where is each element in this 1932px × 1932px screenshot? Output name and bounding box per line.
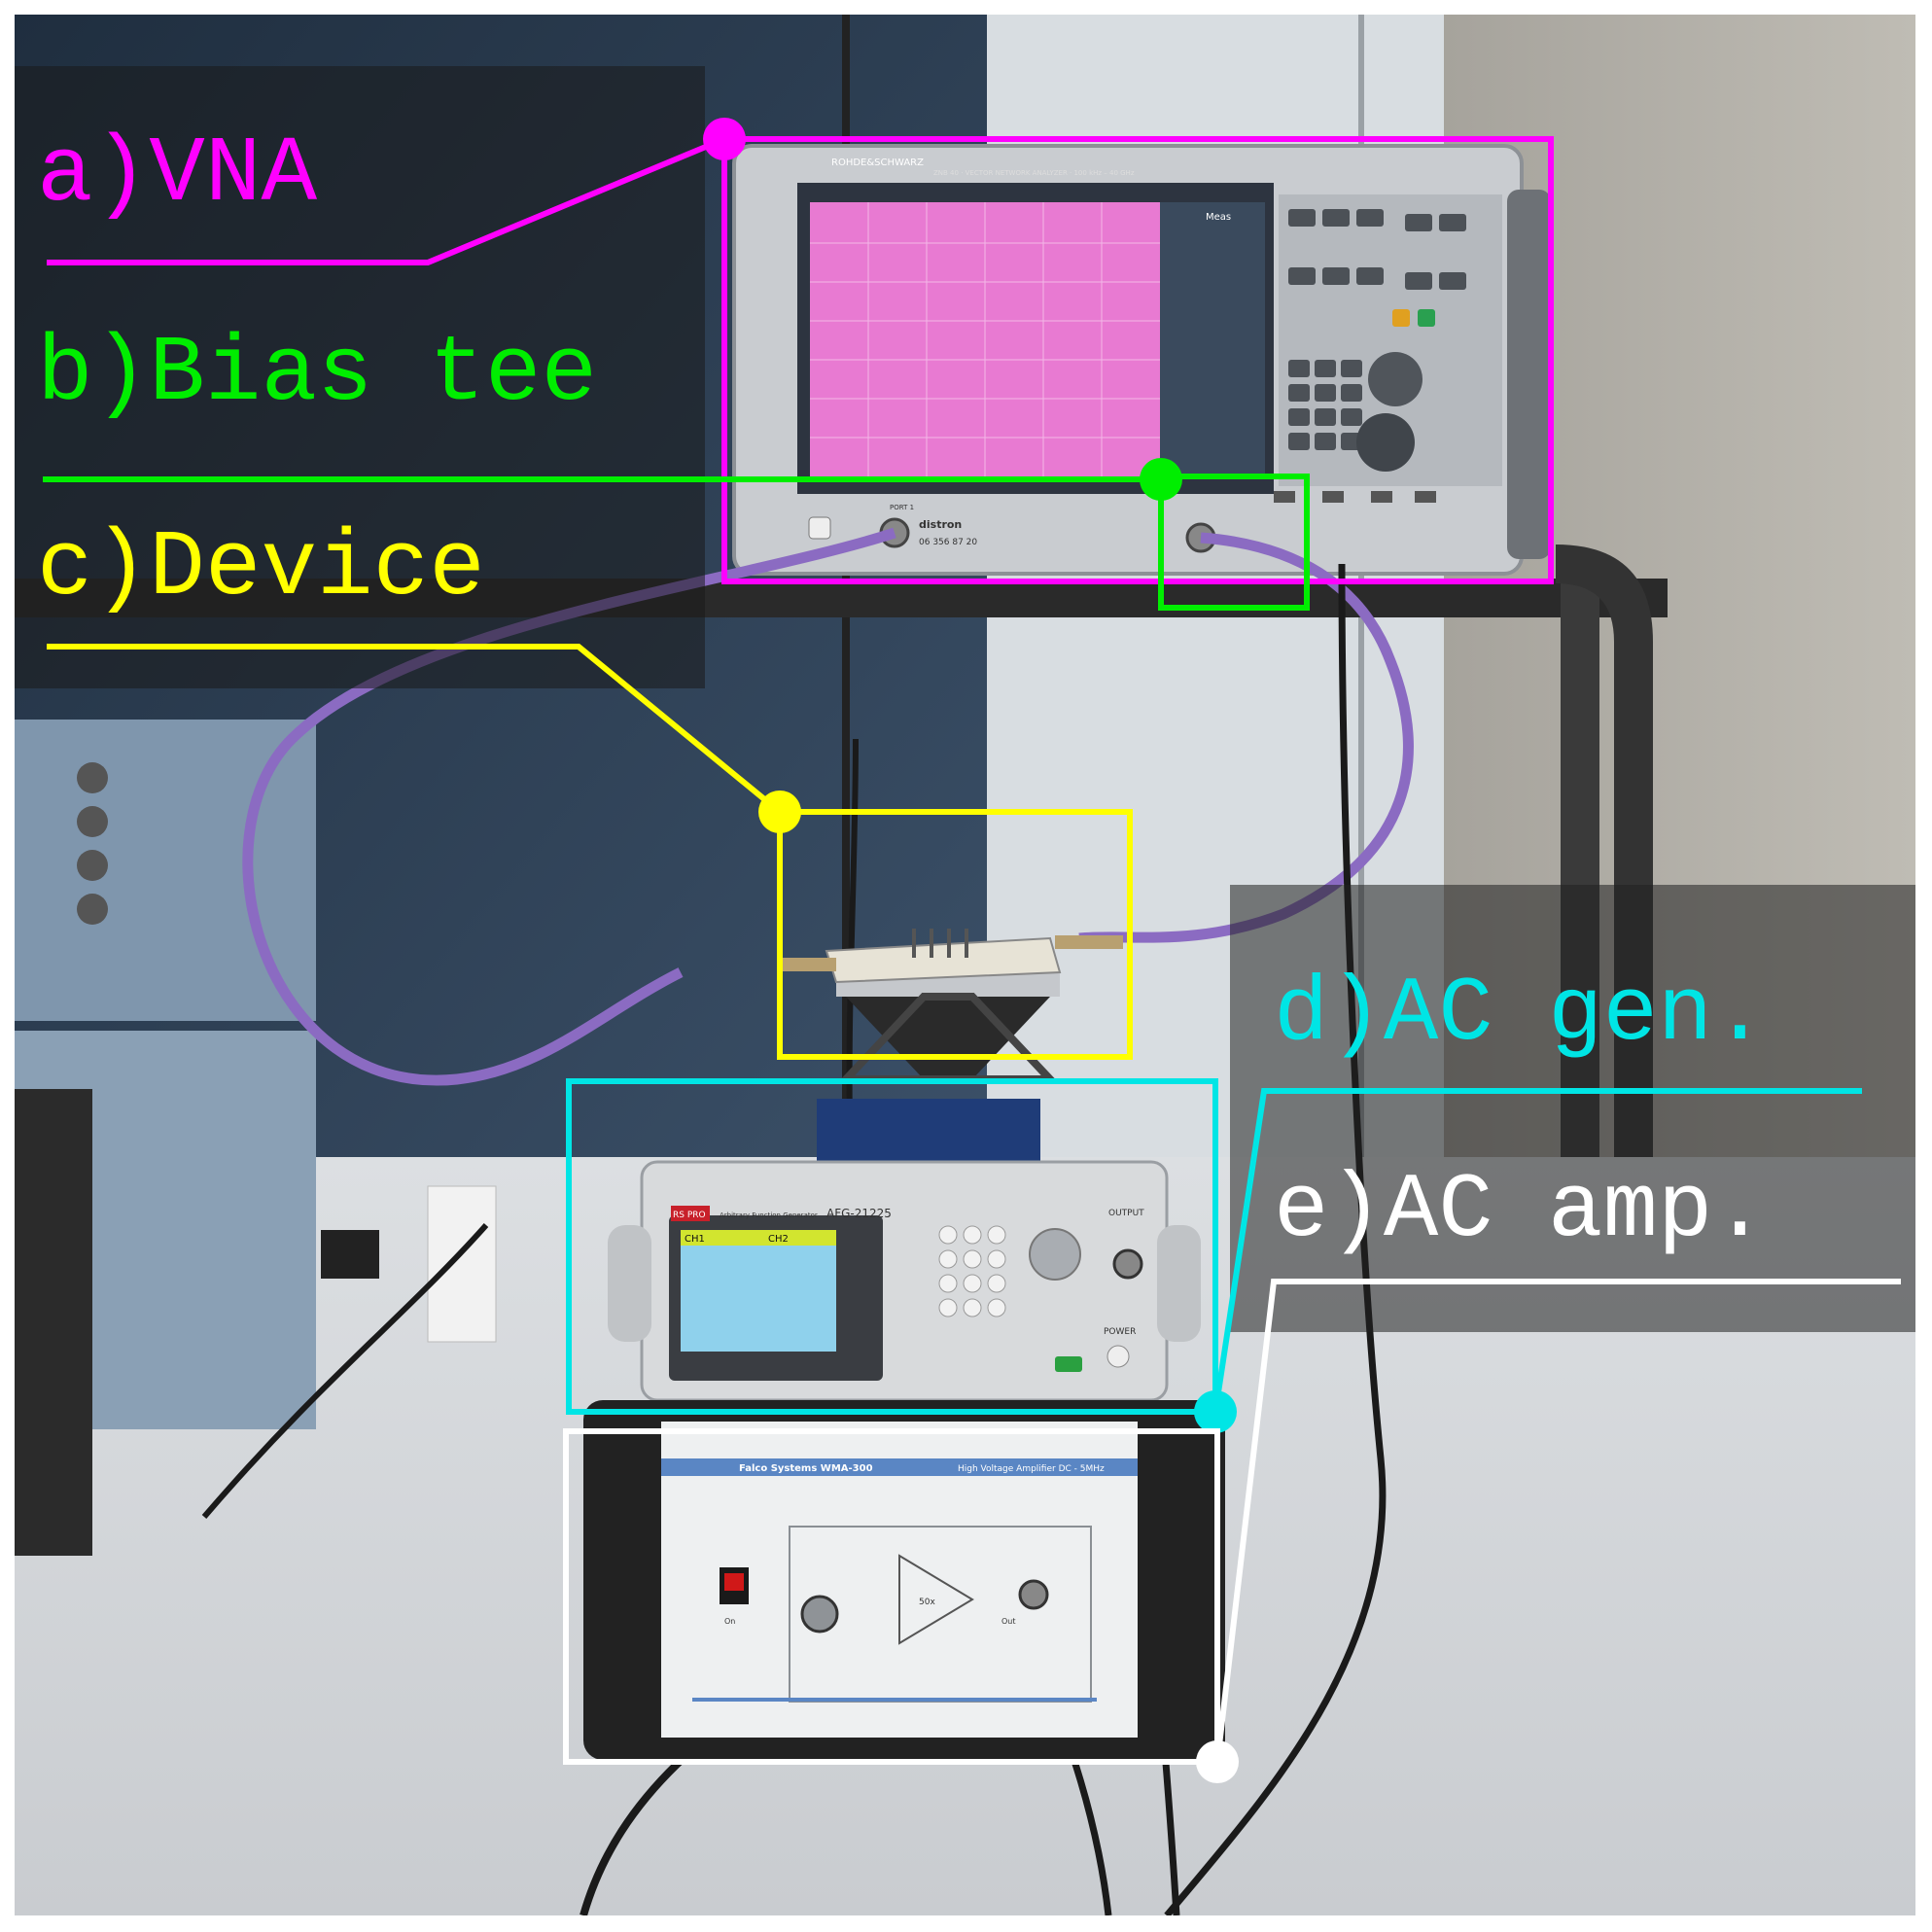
vna-leader-dot: [703, 118, 746, 160]
afg-ch1-label: CH1: [685, 1234, 705, 1245]
ac-amp-box: [563, 1428, 1220, 1765]
device-box: [777, 809, 1133, 1060]
vna-port-label: PORT 1: [890, 504, 914, 511]
afg-screen: [681, 1230, 836, 1352]
amp-brand: Falco Systems WMA-300: [739, 1463, 873, 1474]
label-bias-tee: b)Bias tee: [37, 321, 597, 427]
afg-subtitle: Arbitrary Function Generator: [720, 1212, 818, 1219]
bias-tee-box: [1158, 474, 1310, 611]
vna-menu-title: Meas: [1206, 212, 1231, 223]
bias-tee-leader-dot: [1140, 458, 1182, 501]
afg-output-connector: [1112, 1248, 1143, 1280]
left-label-backdrop: [15, 66, 705, 688]
amp-on-label: On: [724, 1617, 735, 1626]
afg-instrument: CH1 CH2 RS PRO Arbitrary Function Genera…: [608, 1160, 1201, 1402]
vna-sticker-number: 06 356 87 20: [919, 538, 977, 547]
vna-sticker-brand: distron: [919, 518, 962, 531]
amp-gain-symbol: [898, 1554, 974, 1645]
vna-rotary-knob: [1368, 352, 1423, 406]
vna-box: [721, 136, 1554, 584]
device-leader-dot: [758, 790, 801, 833]
ac-amp-leader-line: [1214, 1279, 1901, 1763]
afg-power-label: POWER: [1104, 1327, 1136, 1337]
afg-knob: [1029, 1228, 1081, 1281]
label-vna: a)VNA: [37, 122, 317, 228]
ac-amp-leader-dot: [1196, 1740, 1239, 1783]
ac-gen-leader-line: [1212, 1088, 1862, 1413]
label-ac-amp: e)AC amp.: [1274, 1160, 1768, 1263]
vna-brand: ROHDE&SCHWARZ: [831, 158, 924, 168]
right-label-backdrop: [1230, 885, 1915, 1332]
amp-output-connector: [1018, 1579, 1049, 1610]
annotation-bias-tee: [43, 458, 1310, 611]
device-leader-line: [47, 644, 782, 815]
vna-meas-menu: [1160, 202, 1265, 479]
ac-gen-leader-dot: [1194, 1390, 1237, 1433]
label-device: c)Device: [37, 515, 485, 621]
vna-leader-line: [47, 136, 726, 265]
afg-model: AFG-21225: [826, 1207, 892, 1220]
laptop: [15, 1089, 92, 1556]
lab-setup-photo: Meas ROHDE&SCHWARZ ZNB 40 · VECTOR NETWO…: [15, 15, 1915, 1915]
afg-output-label: OUTPUT: [1108, 1209, 1144, 1218]
amp-power-switch: [724, 1573, 744, 1591]
annotation-ac-gen: [566, 1078, 1862, 1433]
annotation-vna: [47, 118, 1554, 584]
ac-gen-box: [566, 1078, 1218, 1415]
vna-model: ZNB 40 · VECTOR NETWORK ANALYZER · 100 k…: [933, 169, 1135, 177]
afg-brand: RS PRO: [673, 1211, 706, 1220]
amp-out-label: Out: [1001, 1617, 1016, 1626]
afg-ch2-label: CH2: [768, 1234, 789, 1245]
amp-title: High Voltage Amplifier DC - 5MHz: [958, 1464, 1105, 1474]
device-under-test: [778, 929, 1123, 1162]
label-ac-gen: d)AC gen.: [1274, 964, 1768, 1067]
annotation-ac-amp: [563, 1279, 1901, 1783]
vna-port2-cable: [1078, 532, 1414, 944]
amp-input-connector: [800, 1595, 839, 1633]
vna-instrument: Meas ROHDE&SCHWARZ ZNB 40 · VECTOR NETWO…: [732, 144, 1551, 576]
annotation-device: [47, 644, 1133, 1060]
amp-gain: 50x: [919, 1598, 935, 1607]
amp-instrument: Falco Systems WMA-300 High Voltage Ampli…: [583, 1400, 1225, 1760]
